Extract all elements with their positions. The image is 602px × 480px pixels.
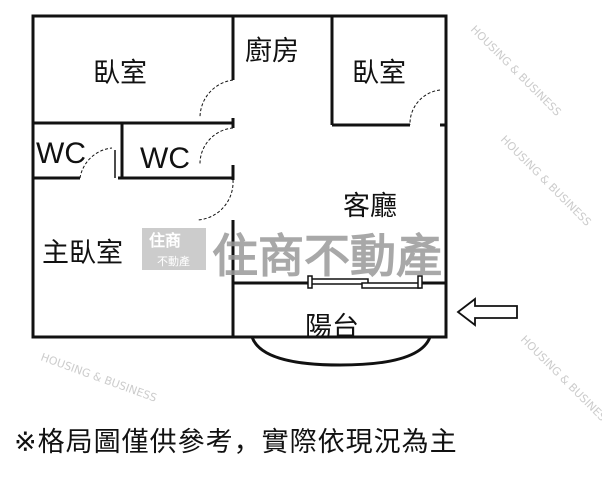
watermark-english: HOUSING & BUSINESS xyxy=(39,351,159,405)
room-label-wc: WC xyxy=(140,142,190,175)
center-watermark: 住商 不動產 住商不動產 xyxy=(142,228,442,283)
watermark-brand: 住商不動產 xyxy=(212,229,442,283)
room-label-master-bedroom: 主臥室 xyxy=(42,238,123,269)
room-label-wc: WC xyxy=(36,137,86,170)
watermark-english: HOUSING & BUSINESS xyxy=(468,23,564,119)
watermark-logo xyxy=(142,228,206,270)
watermark-english: HOUSING & BUSINESS xyxy=(518,333,602,429)
arrow-left-icon xyxy=(456,297,518,327)
watermark-logo-bottom: 不動產 xyxy=(157,254,190,268)
disclaimer-text: ※格局圖僅供參考，實際依現況為主 xyxy=(14,427,458,458)
room-label-balcony: 陽台 xyxy=(305,312,359,343)
watermark-english: HOUSING & BUSINESS xyxy=(498,133,594,229)
room-label-bedroom: 臥室 xyxy=(93,58,147,89)
room-label-living-room: 客廳 xyxy=(343,191,397,222)
watermark-logo-top: 住商 xyxy=(149,231,181,250)
sliding-door xyxy=(307,275,423,289)
walls xyxy=(31,14,448,367)
door-swings xyxy=(79,79,441,221)
room-label-kitchen: 廚房 xyxy=(245,36,299,67)
room-label-bedroom: 臥室 xyxy=(352,58,406,89)
